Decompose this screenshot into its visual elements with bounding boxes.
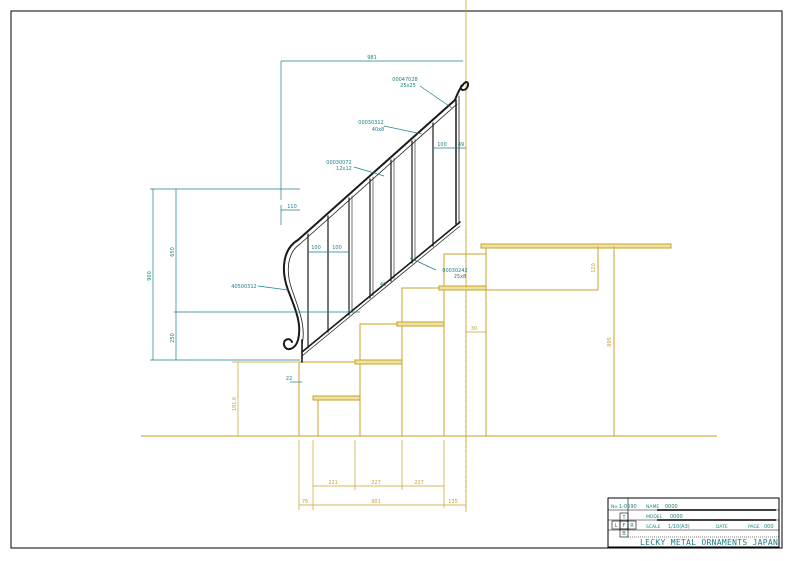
tb-drawing-no: 1-0590 xyxy=(619,504,637,510)
dim-top-gap: 100 xyxy=(437,142,447,148)
handrail xyxy=(297,99,456,241)
tread xyxy=(396,321,445,327)
tb-scale-label: SCALE xyxy=(646,524,661,530)
tb-letter-r: R xyxy=(630,523,634,529)
dim-base-offset: 22 xyxy=(286,376,292,382)
tb-page-value: 000 xyxy=(764,524,774,530)
stair-dimensions xyxy=(232,246,615,510)
part-handrail-size: 25x25 xyxy=(400,83,416,89)
tb-scale-value: 1/10(A3) xyxy=(668,524,690,530)
dim-baluster-gap-2: 100 xyxy=(332,245,342,251)
tb-name-label: NAME xyxy=(646,504,659,510)
part-scroll-code: 40500312 xyxy=(231,284,256,290)
sheet-border xyxy=(10,10,783,549)
dim-top-width: 981 xyxy=(367,55,377,61)
tread xyxy=(312,395,361,401)
part-baluster-size: 12x12 xyxy=(336,166,352,172)
tb-date-label: DATE xyxy=(716,524,728,530)
dim-left-offset: 110 xyxy=(287,204,297,210)
dim-bottom-left: 76 xyxy=(302,499,308,505)
dim-total-height: 900 xyxy=(147,271,153,281)
landing xyxy=(480,243,672,249)
tb-company: LECKY METAL ORNAMENTS JAPAN xyxy=(640,538,778,547)
dim-top-right: 49 xyxy=(458,142,464,148)
part-top-bar-code: 00030312 xyxy=(358,120,383,126)
dim-landing-offset: 30 xyxy=(471,326,477,332)
tread xyxy=(438,285,487,291)
tb-name-value: 0000 xyxy=(665,504,678,510)
dim-bottom-total: 901 xyxy=(371,499,381,505)
part-baluster-code: 00030072 xyxy=(326,160,351,166)
top-scroll xyxy=(454,80,470,101)
dim-angle: 40 xyxy=(380,282,386,288)
dim-tread-2: 227 xyxy=(371,480,381,486)
part-top-bar-size: 40x8 xyxy=(372,127,385,133)
railing-dimensions xyxy=(150,60,466,383)
tb-letter-t: T xyxy=(621,515,626,521)
dim-upper-height: 650 xyxy=(170,247,176,257)
part-handrail-code: 00047028 xyxy=(392,77,417,83)
tb-page-label: PAGE xyxy=(748,524,760,530)
dim-bottom-right: 135 xyxy=(448,499,458,505)
tb-letter-b: B xyxy=(622,531,626,537)
dim-baluster-gap-1: 100 xyxy=(311,245,321,251)
tb-model-label: MODEL xyxy=(646,514,663,520)
dim-right-height: 895 xyxy=(607,337,613,347)
tb-model-value: 0000 xyxy=(670,514,683,520)
part-bottom-bar-size: 25x8 xyxy=(454,274,467,280)
tb-drawing-no-label: No. xyxy=(611,504,618,510)
tb-letter-l: L xyxy=(615,523,618,529)
dim-tread-3: 227 xyxy=(414,480,424,486)
staircase xyxy=(141,0,717,512)
tb-letter-f: F xyxy=(623,523,626,529)
railing xyxy=(282,80,470,363)
dim-tread-1: 221 xyxy=(328,480,338,486)
title-block xyxy=(607,497,780,548)
dim-lower-height: 250 xyxy=(170,333,176,343)
part-bottom-bar-code: 00030242 xyxy=(442,268,467,274)
dim-landing-height: 120 xyxy=(591,263,597,273)
s-scroll xyxy=(282,239,301,351)
dim-floor-height: 191.6 xyxy=(232,397,238,411)
tread xyxy=(354,359,403,365)
